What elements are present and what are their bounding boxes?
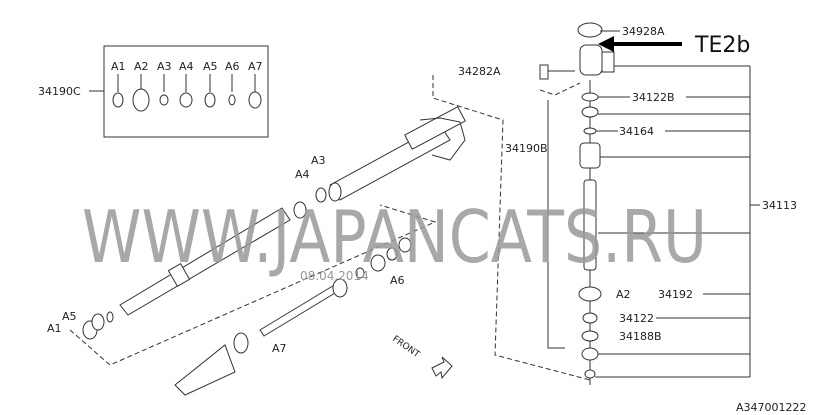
rack-label-A3: A3	[311, 154, 326, 167]
kit-item-label: A7	[248, 60, 263, 73]
diagram-id: A347001222	[736, 401, 807, 414]
handwritten-annotation: TE2b	[598, 33, 750, 58]
part-label-34928A: 34928A	[622, 25, 665, 38]
rack-label-A7: A7	[272, 342, 287, 355]
part-label-34122B: 34122B	[632, 91, 675, 104]
annotation-text: TE2b	[694, 33, 750, 58]
rack-boot	[174, 332, 249, 396]
kit-item-seal	[228, 94, 236, 106]
rack-seals	[82, 311, 114, 340]
kit-item-seal	[112, 92, 124, 108]
kit-item-seal	[132, 88, 150, 112]
kit-item-seal	[179, 92, 193, 108]
kit-item-label: A6	[225, 60, 240, 73]
rack-label-A5: A5	[62, 310, 77, 323]
valve-assembly	[539, 22, 760, 385]
kit-item-label: A2	[134, 60, 149, 73]
housing-dashed-guide	[432, 75, 591, 381]
kit-item-label: A5	[203, 60, 218, 73]
part-label-34113: 34113	[762, 199, 797, 212]
kit-label: 34190C	[38, 85, 81, 98]
rack-dashed-guide	[69, 204, 437, 366]
tie-rod	[259, 237, 412, 337]
kit-item-seal	[204, 92, 216, 108]
rack-label-A4: A4	[295, 168, 310, 181]
kit-item-label: A4	[179, 60, 194, 73]
annotation-arrow-icon	[598, 36, 614, 52]
kit-item-label: A3	[157, 60, 172, 73]
part-label-34282A: 34282A	[458, 65, 501, 78]
kit-item-label: A1	[111, 60, 126, 73]
seal-kit-box: 34190C A1 A2 A3 A4 A5 A6 A7	[38, 45, 269, 138]
kit-item-seal	[159, 94, 169, 106]
front-direction-indicator: FRONT	[390, 334, 453, 380]
front-arrow-icon	[431, 356, 453, 380]
watermark-date: 08.04.2014	[300, 269, 369, 283]
front-label: FRONT	[390, 334, 421, 360]
part-label-34192: 34192	[658, 288, 693, 301]
part-label-34190B: 34190B	[505, 142, 548, 155]
rack-housing	[119, 106, 466, 316]
part-label-A2: A2	[616, 288, 631, 301]
part-label-34188B: 34188B	[619, 330, 662, 343]
part-label-34122: 34122	[619, 312, 654, 325]
kit-item-seal	[248, 91, 262, 109]
part-label-34164: 34164	[619, 125, 654, 138]
rack-label-A1: A1	[47, 322, 62, 335]
rack-label-A6: A6	[390, 274, 405, 287]
watermark: WWW.JAPANCATS.RU	[82, 195, 707, 279]
